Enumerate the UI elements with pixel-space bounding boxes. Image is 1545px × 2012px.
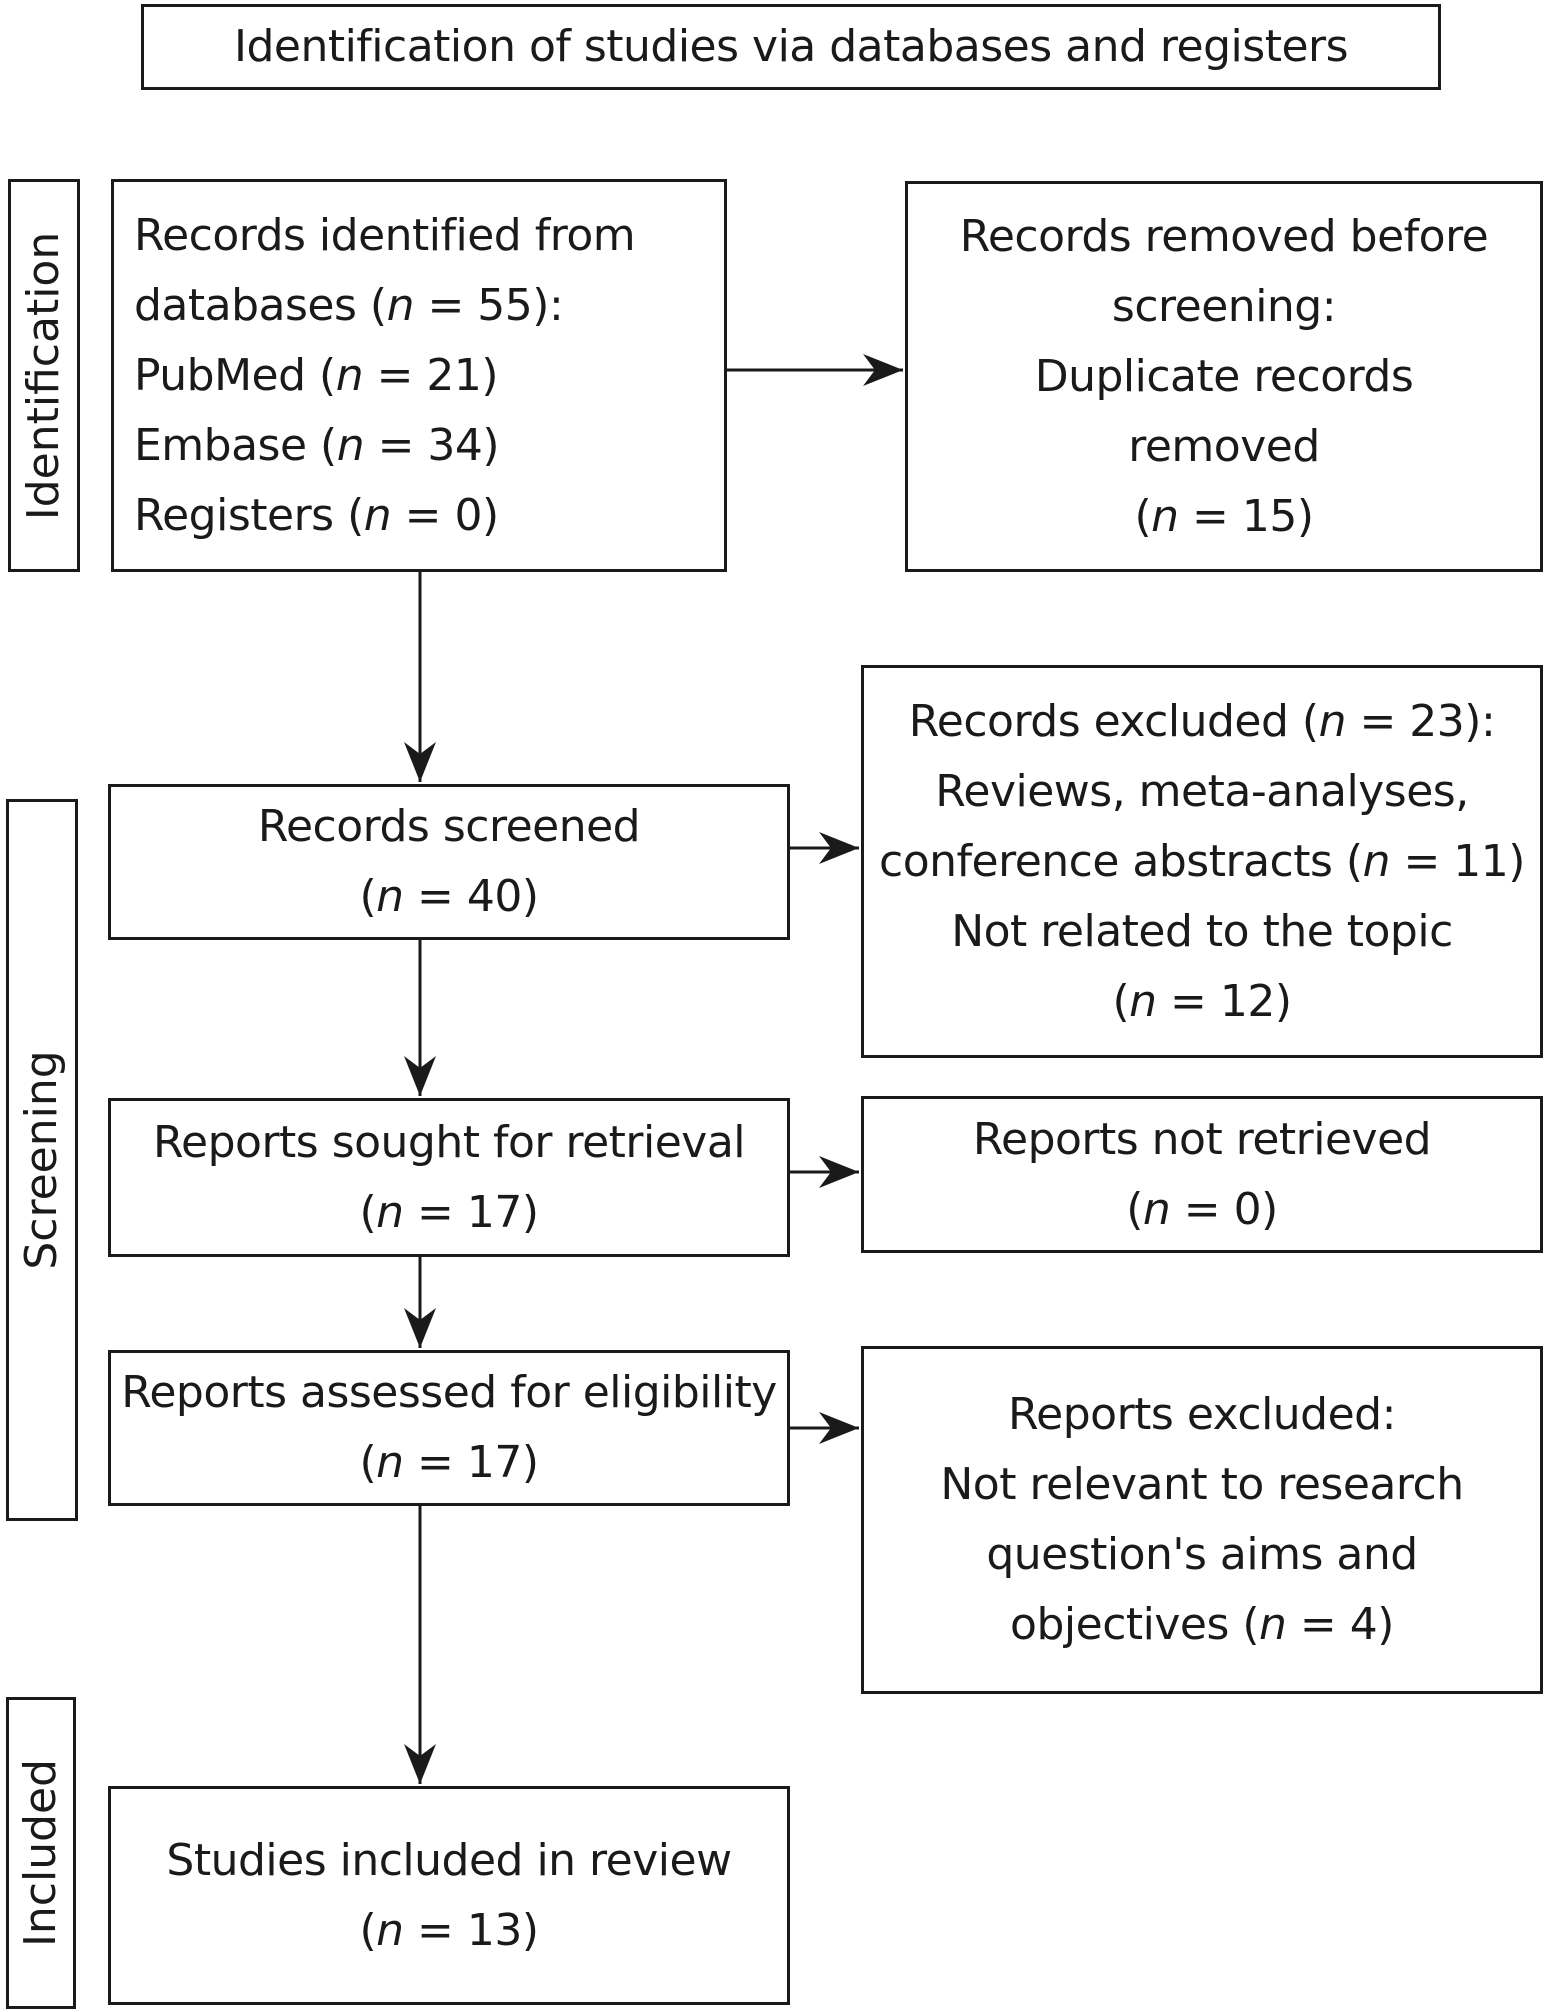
- reports-excluded-line3: question's aims and: [986, 1529, 1418, 1580]
- header-title: Identification of studies via databases …: [233, 21, 1349, 72]
- studies-included-box: Studies included in review (n = 13): [108, 1786, 790, 2005]
- reports-not-retrieved-line2: (n = 0): [1126, 1183, 1278, 1235]
- phase-screening: Screening: [6, 799, 78, 1521]
- records-removed-box: Records removed before screening: Duplic…: [905, 181, 1543, 572]
- records-identified-line5: Registers (n = 0): [134, 489, 499, 541]
- studies-included-line2: (n = 13): [359, 1904, 539, 1956]
- records-identified-line4: Embase (n = 34): [134, 419, 500, 471]
- records-excluded-line1: Records excluded (n = 23):: [908, 695, 1496, 747]
- records-removed-line2: screening:: [1111, 280, 1337, 332]
- records-identified-line3: PubMed (n = 21): [134, 349, 499, 401]
- reports-assessed-box: Reports assessed for eligibility (n = 17…: [108, 1350, 790, 1506]
- records-excluded-line5: (n = 12): [1112, 975, 1292, 1027]
- header-box: Identification of studies via databases …: [141, 4, 1441, 90]
- records-identified-line1: Records identified from: [134, 209, 636, 261]
- reports-sought-line1: Reports sought for retrieval: [152, 1116, 746, 1168]
- records-screened-line1: Records screened: [257, 801, 641, 852]
- reports-not-retrieved-box: Reports not retrieved (n = 0): [861, 1096, 1543, 1253]
- records-excluded-line4: Not related to the topic: [951, 905, 1453, 957]
- records-identified-box: Records identified from databases (n = 5…: [111, 179, 727, 572]
- records-screened-box: Records screened (n = 40): [108, 784, 790, 940]
- reports-excluded-line2: Not relevant to research: [940, 1459, 1464, 1510]
- reports-excluded-line4: objectives (n = 4): [1010, 1599, 1394, 1650]
- records-identified-line2: databases (n = 55):: [134, 279, 564, 331]
- records-removed-line4: removed: [1128, 420, 1320, 472]
- records-excluded-line2: Reviews, meta-analyses,: [935, 765, 1469, 817]
- studies-included-line1: Studies included in review: [166, 1834, 732, 1886]
- reports-sought-line2: (n = 17): [359, 1186, 539, 1238]
- records-removed-line1: Records removed before: [959, 210, 1489, 262]
- records-excluded-line3: conference abstracts (n = 11): [879, 835, 1525, 887]
- records-removed-line3: Duplicate records: [1034, 350, 1414, 402]
- reports-excluded-line1: Reports excluded:: [1008, 1389, 1396, 1440]
- records-screened-line2: (n = 40): [359, 871, 539, 922]
- phase-identification: Identification: [8, 179, 80, 572]
- records-removed-line5: (n = 15): [1134, 490, 1314, 542]
- reports-sought-box: Reports sought for retrieval (n = 17): [108, 1098, 790, 1257]
- reports-not-retrieved-line1: Reports not retrieved: [972, 1113, 1432, 1165]
- reports-assessed-line1: Reports assessed for eligibility: [121, 1367, 777, 1418]
- reports-excluded-box: Reports excluded: Not relevant to resear…: [861, 1346, 1543, 1694]
- records-excluded-box: Records excluded (n = 23): Reviews, meta…: [861, 665, 1543, 1058]
- phase-included: Included: [6, 1697, 76, 2009]
- reports-assessed-line2: (n = 17): [359, 1437, 539, 1488]
